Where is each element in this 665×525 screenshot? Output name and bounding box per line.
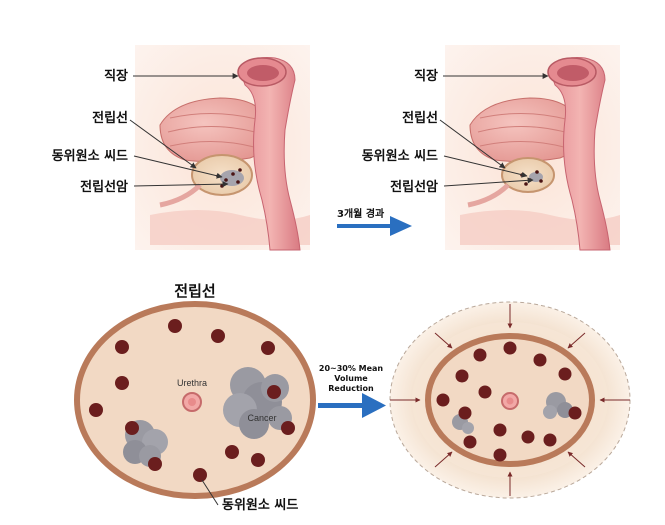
reduction-caption-line2: Volume bbox=[334, 374, 368, 383]
label-cancer-after: 전립선암 bbox=[390, 179, 438, 195]
transition-label: 3개월 경과 bbox=[337, 207, 385, 220]
prostate-cross-section-before bbox=[74, 301, 316, 499]
prostate-cross-section-after bbox=[389, 301, 631, 499]
transition-arrow bbox=[337, 216, 412, 236]
label-rectum-after: 직장 bbox=[414, 68, 438, 84]
seeds-after bbox=[436, 341, 582, 462]
label-cancer-before: 전립선암 bbox=[80, 179, 128, 195]
shrink-arrows bbox=[390, 304, 630, 496]
label-seed-after: 동위원소 씨드 bbox=[362, 149, 438, 164]
leaders-after bbox=[439, 73, 549, 187]
cancer-label: Cancer bbox=[247, 413, 276, 423]
seeds-before bbox=[89, 319, 295, 482]
seed-label: 동위원소 씨드 bbox=[222, 498, 298, 513]
label-prostate-after: 전립선 bbox=[402, 110, 438, 126]
prostate-title: 전립선 bbox=[174, 282, 215, 300]
leaders-before bbox=[129, 73, 239, 188]
anatomy-panel-after bbox=[445, 45, 620, 251]
reduction-caption-line1: 20~30% Mean bbox=[319, 364, 384, 373]
label-prostate-before: 전립선 bbox=[92, 110, 128, 126]
label-rectum-before: 직장 bbox=[104, 68, 128, 84]
anatomy-panel-before bbox=[135, 45, 310, 251]
urethra-label: Urethra bbox=[177, 378, 207, 388]
label-seed-before: 동위원소 씨드 bbox=[52, 149, 128, 164]
reduction-arrow bbox=[318, 393, 386, 418]
seed-leader-line bbox=[201, 479, 219, 506]
reduction-caption-line3: Reduction bbox=[328, 384, 374, 393]
